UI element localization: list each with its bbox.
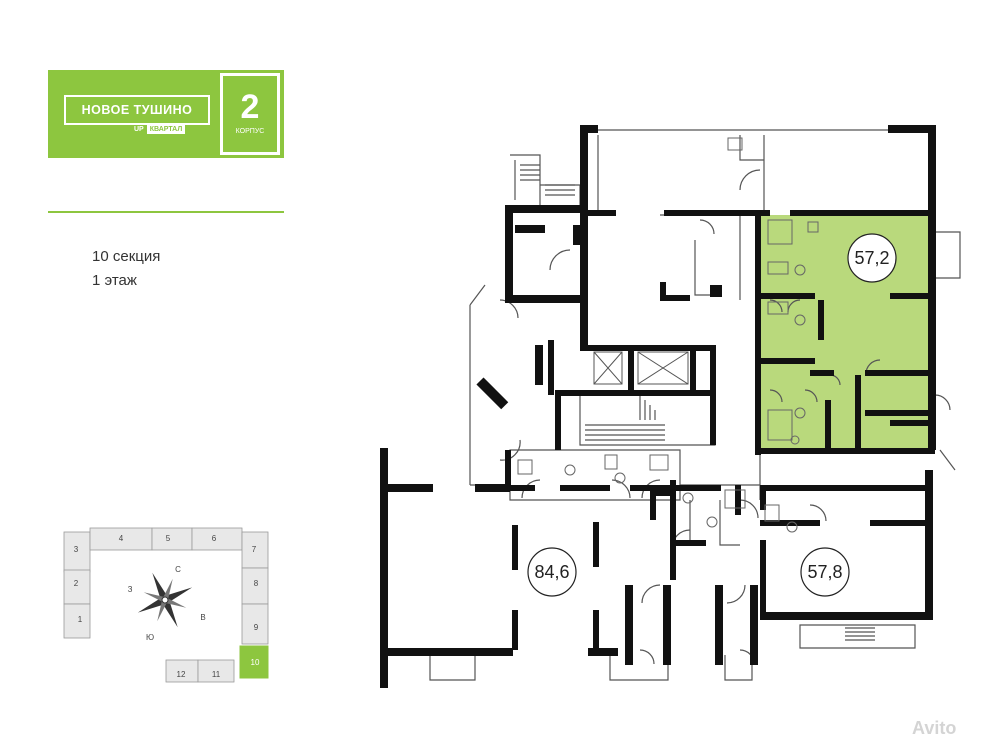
site-minimap: 1 2 3 4 5 6 7 8 9 10 11 12 С Ю В З <box>63 527 269 683</box>
apartment-57-8[interactable]: 57,8 <box>800 547 850 597</box>
minimap-section-10: 10 <box>251 658 260 667</box>
minimap-section-5: 5 <box>166 534 171 543</box>
fixtures <box>517 137 819 533</box>
logo-project-name: НОВОЕ ТУШИНО <box>64 95 210 125</box>
minimap-section-12: 12 <box>177 670 186 679</box>
apartment-84-6[interactable]: 84,6 <box>527 547 577 597</box>
compass-icon <box>137 572 193 628</box>
minimap-section-2: 2 <box>74 579 79 588</box>
minimap-section-11: 11 <box>212 670 221 679</box>
apartment-57-2[interactable]: 57,2 <box>847 233 897 283</box>
apartment-area-label: 84,6 <box>534 562 569 582</box>
building-number: 2 <box>240 88 260 126</box>
minimap-section-3: 3 <box>74 545 79 554</box>
section-label: 10 секция <box>92 248 161 265</box>
minimap-section-6: 6 <box>212 534 217 543</box>
elevators <box>593 351 689 385</box>
logo-kvartal: КВАРТАЛ <box>146 124 186 134</box>
compass-east: В <box>200 613 205 622</box>
minimap-section-1: 1 <box>78 615 83 624</box>
minimap-section-7: 7 <box>252 545 257 554</box>
avito-watermark: Avito <box>912 718 957 738</box>
logo-sub: UP КВАРТАЛ <box>134 122 186 136</box>
minimap-section-9: 9 <box>254 623 259 632</box>
compass-north: С <box>175 565 181 574</box>
floor-label: 1 этаж <box>92 272 137 289</box>
compass-west: З <box>128 585 133 594</box>
building-badge: 2 КОРПУС <box>220 73 280 155</box>
header-divider <box>48 211 284 213</box>
project-logo: НОВОЕ ТУШИНО UP КВАРТАЛ 2 КОРПУС <box>48 70 284 158</box>
compass-south: Ю <box>146 633 154 642</box>
apartment-area-label: 57,2 <box>854 248 889 268</box>
logo-name-area: НОВОЕ ТУШИНО UP КВАРТАЛ <box>48 70 216 158</box>
apartment-area-label: 57,8 <box>807 562 842 582</box>
logo-up: UP <box>134 125 144 133</box>
walls <box>380 125 936 688</box>
building-label: КОРПУС <box>235 128 265 135</box>
minimap-section-4: 4 <box>119 534 124 543</box>
minimap-section-8: 8 <box>254 579 259 588</box>
